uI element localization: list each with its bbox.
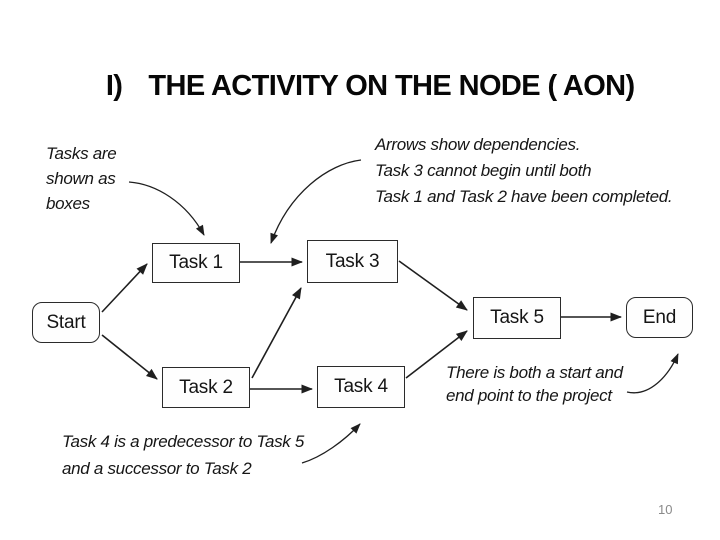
note-arrow-task4 — [301, 423, 361, 464]
edge-task2-task3 — [251, 287, 302, 379]
annotation-start-end-point: There is both a start and end point to t… — [446, 363, 623, 405]
title-numeral: I) — [105, 70, 123, 102]
note-arrow-tasks — [128, 181, 205, 236]
node-task3: Task 3 — [307, 240, 398, 283]
node-end: End — [626, 297, 693, 338]
annotation-tasks-shown-as-boxes: Tasks are shown as boxes — [46, 144, 117, 213]
node-task2: Task 2 — [162, 367, 250, 408]
annotation-arrows-show-dependencies: Arrows show dependencies. Task 3 cannot … — [375, 135, 673, 206]
slide-title: I) THE ACTIVITY ON THE NODE ( AON) — [76, 37, 635, 136]
edge-start-task2 — [101, 334, 158, 380]
edge-task3-task5 — [398, 260, 468, 311]
edge-start-task1 — [101, 263, 148, 313]
title-text: THE ACTIVITY ON THE NODE ( AON) — [148, 70, 635, 102]
page-number: 10 — [658, 502, 673, 517]
node-task4: Task 4 — [317, 366, 405, 408]
node-task5: Task 5 — [473, 297, 561, 339]
note-arrow-startend — [626, 353, 679, 394]
annotation-task4-predecessor: Task 4 is a predecessor to Task 5 and a … — [62, 432, 305, 478]
note-arrow-dependencies — [270, 159, 362, 244]
node-task1: Task 1 — [152, 243, 240, 283]
node-start: Start — [32, 302, 100, 343]
